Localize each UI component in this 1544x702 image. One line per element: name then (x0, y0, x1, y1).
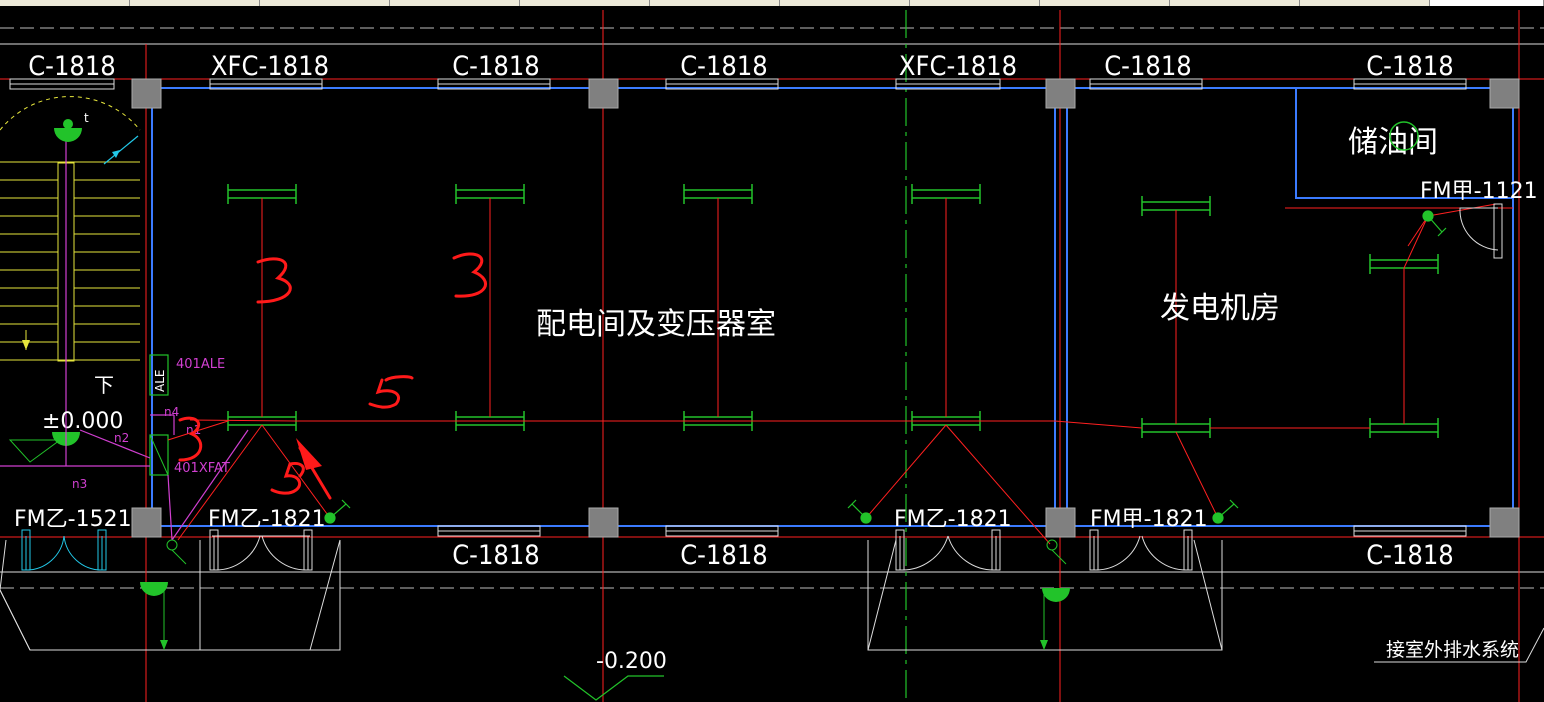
toolbar-cell[interactable] (1170, 0, 1300, 6)
xfat-panel-box[interactable] (149, 434, 169, 476)
ceiling-fixture-icon (1389, 121, 1419, 151)
drainage-note-text: 接室外排水系统 (1386, 639, 1519, 661)
annotation-5 (270, 462, 305, 495)
door-fm-jia-1121 (1459, 203, 1503, 259)
ale-panel-label: ALE (153, 370, 167, 392)
annotation-3 (452, 252, 487, 298)
circuit-tag: n3 (72, 477, 87, 491)
column (1045, 78, 1076, 109)
switch-icon (1212, 499, 1239, 524)
door-fm-jia-1821 (1089, 529, 1193, 571)
room-name-distribution: 配电间及变压器室 (536, 307, 776, 342)
walls (146, 87, 1519, 527)
ramps (0, 539, 1223, 651)
annotation-arrow-icon (296, 438, 322, 470)
window-label-bottom: C-1818 (1366, 540, 1454, 571)
axis-grid (0, 10, 1544, 702)
door-label: FM乙-1821 (894, 507, 1012, 532)
room-name-generator: 发电机房 (1160, 291, 1280, 326)
window-label-top: XFC-1818 (211, 51, 329, 82)
toolbar-cell[interactable] (260, 0, 390, 6)
window-label-top: C-1818 (1366, 51, 1454, 82)
xfat-circuit-label: 401XFAT (174, 461, 230, 476)
column (588, 507, 619, 538)
elevation-triangle-icon (563, 675, 664, 701)
toolbar-cell[interactable] (0, 0, 130, 6)
window-label-bottom: C-1818 (680, 540, 768, 571)
window-label-top: C-1818 (28, 51, 116, 82)
switch-icon (324, 499, 351, 524)
door-fm-yi-1821-a (209, 529, 313, 571)
door-label: FM乙-1521 (14, 507, 132, 532)
hand-annotations (178, 252, 487, 500)
window-label-top: C-1818 (452, 51, 540, 82)
annotation-3 (256, 257, 292, 304)
toolbar-cell[interactable] (130, 0, 260, 6)
column (1489, 507, 1520, 538)
switch-icon (1422, 210, 1447, 237)
room-name-oil-storage: 储油间 (1348, 125, 1438, 160)
stair-t-mark: t (84, 111, 89, 125)
outside-elevation-label: -0.200 (596, 649, 667, 674)
magenta-wiring (0, 414, 249, 541)
switches (324, 210, 1447, 524)
drain-icon (140, 582, 168, 596)
cad-drawing-canvas[interactable]: C-1818 XFC-1818 C-1818 C-1818 XFC-1818 C… (0, 6, 1544, 702)
ale-circuit-label: 401ALE (176, 357, 225, 372)
column (1045, 507, 1076, 538)
window-label-top: C-1818 (680, 51, 768, 82)
toolbar-cell[interactable] (910, 0, 1040, 6)
stair-down-label: 下 (94, 373, 114, 397)
window-label-bottom: C-1818 (452, 540, 540, 571)
circuit-tag: n2 (114, 431, 129, 445)
circuit-tag: n4 (164, 405, 179, 419)
drain-icon (1042, 588, 1070, 602)
drainage-note: 接室外排水系统 (1374, 627, 1544, 663)
column (588, 78, 619, 109)
switch-icon (847, 499, 872, 524)
elevation-label: ±0.000 (42, 409, 123, 434)
arrow-icon (112, 150, 120, 158)
ale-panel-box[interactable] (149, 354, 169, 396)
toolbar-cell[interactable] (390, 0, 520, 6)
window-label-top: C-1818 (1104, 51, 1192, 82)
door-label: FM甲-1821 (1090, 507, 1208, 532)
columns (131, 78, 1520, 538)
stair: t 下 ±0.000 (0, 96, 141, 463)
annotation-3 (178, 416, 203, 462)
toolbar-cell[interactable] (1040, 0, 1170, 6)
stair-swing-arc (0, 96, 141, 131)
smoke-detector-icon (54, 128, 82, 142)
column (131, 78, 162, 109)
toolbar-cell[interactable] (1300, 0, 1430, 6)
wall-oil-room (1295, 88, 1513, 199)
elevation-triangle-icon (8, 439, 62, 463)
column (131, 507, 162, 538)
window-symbols-bottom (437, 525, 1467, 537)
drains (140, 539, 1070, 650)
window-symbols-top (9, 78, 1467, 90)
lighting-wiring (167, 198, 1497, 545)
sprinkler-arrow (103, 135, 139, 165)
toolbar-cell[interactable] (520, 0, 650, 6)
doors (21, 203, 1503, 571)
door-fm-yi-1821-b (895, 529, 1001, 571)
annotation-5 (368, 375, 414, 409)
outside-elevation: -0.200 (563, 649, 667, 701)
window-label-top: XFC-1818 (899, 51, 1017, 82)
column (1489, 78, 1520, 109)
door-label: FM甲-1121 (1420, 179, 1538, 204)
door-label: FM乙-1821 (208, 507, 326, 532)
toolbar-cell[interactable] (650, 0, 780, 6)
stair-arrow-icon (22, 340, 30, 350)
toolbar-cell[interactable] (780, 0, 910, 6)
door-fm-yi-1521 (21, 529, 107, 571)
